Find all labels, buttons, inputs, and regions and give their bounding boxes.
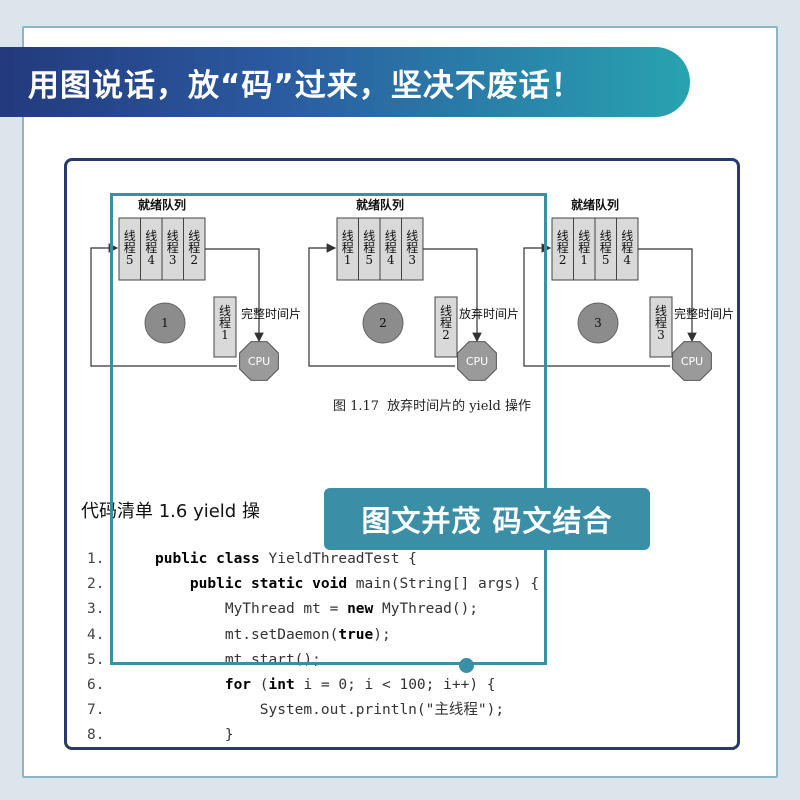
code-line: 3. MyThread mt = new MyThread(); xyxy=(87,597,727,622)
code-line: 1. public class YieldThreadTest { xyxy=(87,547,727,572)
code-text: mt.start(); xyxy=(224,651,321,668)
return-arrow xyxy=(523,243,670,367)
cpu-label: CPU xyxy=(681,355,703,368)
code-text: MyThread(); xyxy=(373,601,479,618)
cpu-octagon xyxy=(239,341,279,381)
slogan-banner: 用图说话，放“码”过来，坚决不废话！ xyxy=(0,47,690,117)
line-number: 8. xyxy=(87,727,105,744)
code-line: 7. System.out.println("主线程"); xyxy=(87,698,727,723)
code-text: main(String[] args) { xyxy=(347,576,540,593)
running-thread-box xyxy=(649,296,673,358)
running-thread-box xyxy=(213,296,237,358)
code-text: i = 0; i < 100; i++) { xyxy=(294,676,496,693)
code-text: } xyxy=(224,727,234,744)
queue-label: 就绪队列 xyxy=(138,197,186,212)
feature-badge: 图文并茂 码文结合 xyxy=(324,488,650,550)
code-text: ( xyxy=(251,676,269,693)
code-keyword: int xyxy=(268,676,295,693)
action-label: 放弃时间片 xyxy=(459,306,519,321)
code-text: MyThread mt = xyxy=(224,601,348,618)
return-arrow xyxy=(308,243,455,367)
action-label: 完整时间片 xyxy=(241,306,301,321)
code-line: 5. mt.start(); xyxy=(87,648,727,673)
code-text: YieldThreadTest { xyxy=(259,551,417,567)
code-line: 2. public static void main(String[] args… xyxy=(87,572,727,597)
dispatch-arrow xyxy=(423,248,482,343)
cpu-octagon xyxy=(672,341,712,381)
step-number: 1 xyxy=(161,316,169,330)
resize-handle-icon[interactable] xyxy=(459,658,474,673)
dispatch-arrow xyxy=(638,248,697,343)
step-number: 3 xyxy=(594,316,602,330)
line-number: 2. xyxy=(87,576,105,593)
code-line: 6. for (int i = 0; i < 100; i++) { xyxy=(87,673,727,698)
queue-label: 就绪队列 xyxy=(571,197,619,212)
line-number: 3. xyxy=(87,601,105,618)
cpu-label: CPU xyxy=(466,355,488,368)
figure-caption: 图 1.17 放弃时间片的 yield 操作 xyxy=(67,395,737,414)
code-text: mt.setDaemon( xyxy=(224,626,339,643)
figure-caption-text: 放弃时间片的 yield 操作 xyxy=(387,399,532,414)
code-line: 8. } xyxy=(87,723,727,747)
queue-label: 就绪队列 xyxy=(356,197,404,212)
code-line: 4. mt.setDaemon(true); xyxy=(87,623,727,648)
line-number: 7. xyxy=(87,702,105,719)
step-circle xyxy=(362,302,404,344)
code-keyword: true xyxy=(338,626,374,643)
code-keyword: for xyxy=(224,676,252,693)
code-text: System.out.println("主线程"); xyxy=(259,702,505,719)
code-keyword: public static void xyxy=(189,576,348,593)
code-text: ); xyxy=(373,626,391,643)
code-keyword: new xyxy=(347,601,374,618)
running-thread-box xyxy=(434,296,458,358)
cpu-octagon xyxy=(457,341,497,381)
figure-number: 图 1.17 xyxy=(332,399,380,414)
line-number: 4. xyxy=(87,626,105,643)
listing-title: 代码清单 1.6 yield 操 xyxy=(81,501,260,522)
step-circle xyxy=(144,302,186,344)
line-number: 6. xyxy=(87,676,105,693)
step-number: 2 xyxy=(379,316,387,330)
dispatch-arrow xyxy=(205,248,264,343)
code-listing: 1. public class YieldThreadTest { 2. publi… xyxy=(87,547,727,747)
cpu-label: CPU xyxy=(248,355,270,368)
line-number: 5. xyxy=(87,651,105,668)
step-circle xyxy=(577,302,619,344)
return-arrow xyxy=(90,243,237,367)
line-number: 1. xyxy=(87,551,105,567)
slogan-text: 用图说话，放“码”过来，坚决不废话！ xyxy=(28,67,583,104)
code-keyword: public class xyxy=(155,551,260,567)
action-label: 完整时间片 xyxy=(674,306,734,321)
feature-badge-text: 图文并茂 码文结合 xyxy=(361,504,613,538)
